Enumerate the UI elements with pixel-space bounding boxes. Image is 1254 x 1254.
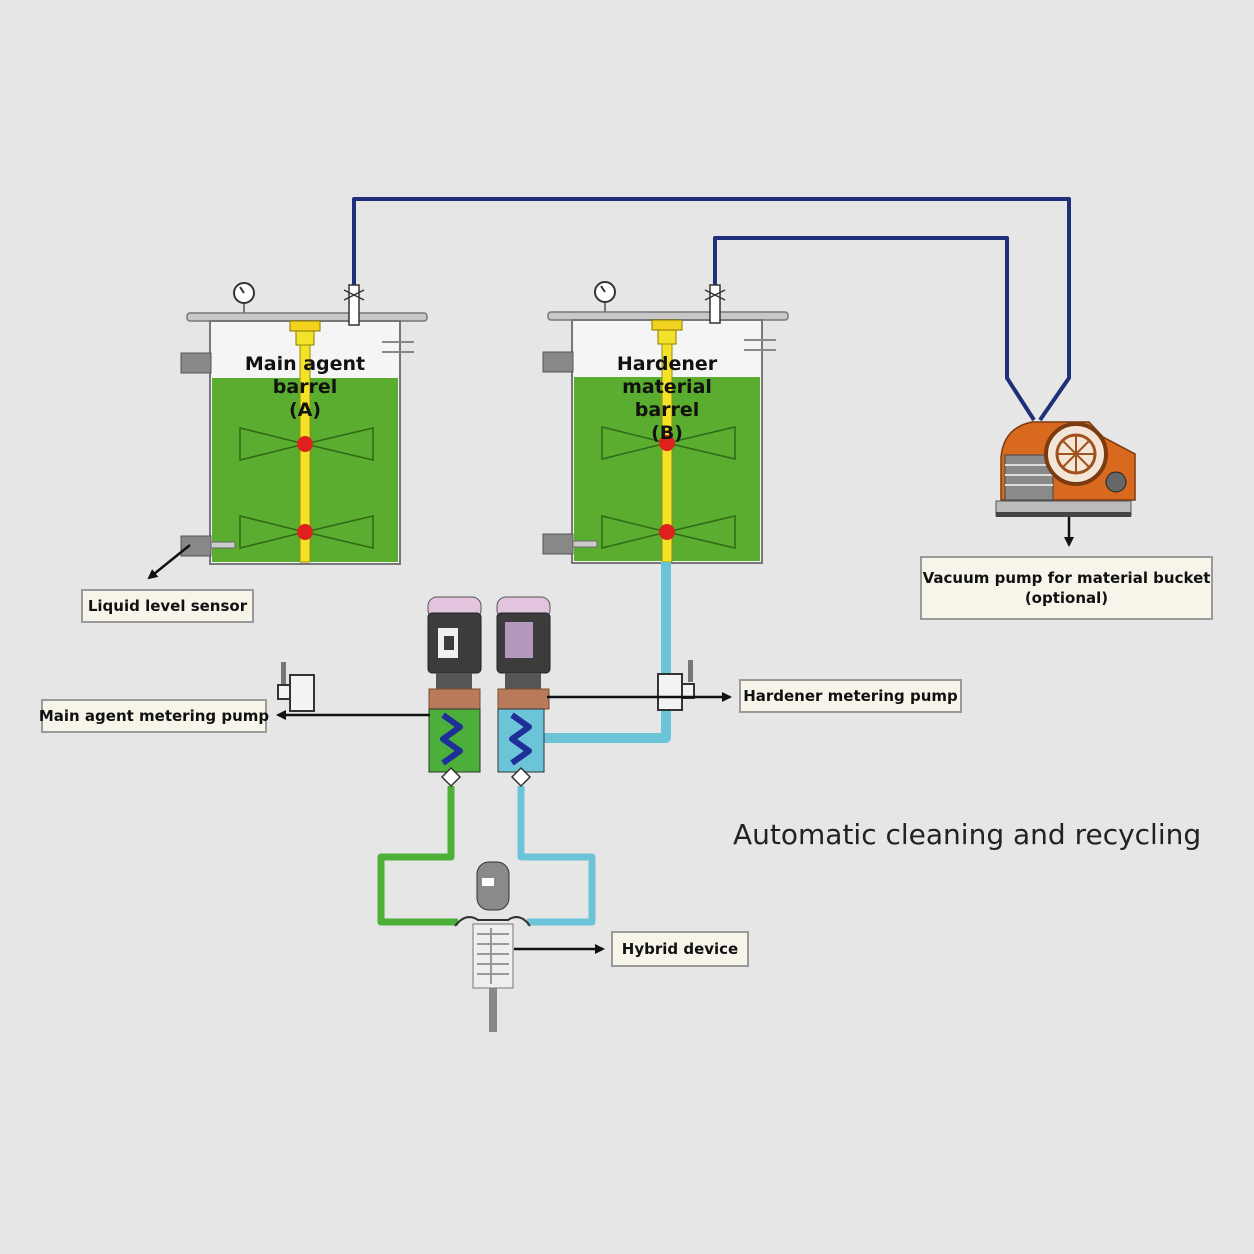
arrows <box>147 517 1074 954</box>
sensor-arrow <box>147 544 191 580</box>
vacuum-pump-callout-line1: Vacuum pump for material bucket <box>922 569 1211 587</box>
tank-b-label: Hardener material barrel (B) <box>573 353 761 445</box>
vacuum-line-outer <box>352 197 1071 422</box>
barrel-side-box <box>180 352 212 374</box>
barrel-side-box <box>542 533 574 555</box>
hardener-outlet-line <box>517 786 596 926</box>
tank-b-label-line1: Hardener material <box>616 353 718 398</box>
vacuum-pump-callout: Vacuum pump for material bucket (optiona… <box>920 556 1213 620</box>
hybrid-device-callout: Hybrid device <box>611 931 749 967</box>
main-agent-metering-pump <box>427 596 482 788</box>
hardener-valve <box>657 660 695 711</box>
tank-a-label-line2: (A) <box>288 399 322 421</box>
tank-b-label-line3: (B) <box>651 422 683 444</box>
main-agent-pump-callout: Main agent metering pump <box>39 699 269 733</box>
hardener-feed-line <box>543 562 671 743</box>
tank-a-label-line1: Main agent barrel <box>244 353 366 398</box>
vacuum-pump-callout-line2: (optional) <box>1024 589 1109 607</box>
agitator-shaft <box>299 344 311 563</box>
barrel-side-box <box>542 351 574 373</box>
vacuum-pump <box>995 421 1136 517</box>
hardener-metering-pump <box>496 596 551 788</box>
tank-a-label: Main agent barrel (A) <box>211 353 399 422</box>
main-agent-valve <box>277 662 315 712</box>
hybrid-device <box>454 861 531 1032</box>
hardener-material-barrel <box>542 281 789 564</box>
liquid-level-sensor-callout: Liquid level sensor <box>81 589 254 623</box>
hardener-pump-callout: Hardener metering pump <box>739 679 962 713</box>
liquid-level-sensor-box <box>180 535 212 557</box>
main-agent-barrel <box>180 282 428 565</box>
vacuum-lines <box>352 197 1071 422</box>
diagram-heading: Automatic cleaning and recycling <box>733 818 1202 851</box>
main-agent-outlet-line <box>377 786 458 926</box>
outlet-lines <box>377 786 596 926</box>
tank-b-label-line2: barrel <box>634 399 700 421</box>
vacuum-line-inner <box>713 236 1036 422</box>
